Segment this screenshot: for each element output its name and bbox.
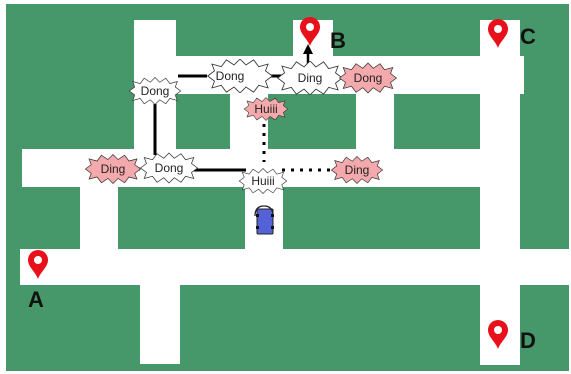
- route-arrow-icon: [303, 44, 313, 54]
- car-icon: [254, 205, 274, 235]
- burst-ding-top: Ding: [277, 61, 343, 95]
- burst-label: Dong: [141, 84, 170, 98]
- burst-label: Ding: [345, 163, 370, 177]
- burst-ding-right: Ding: [330, 156, 384, 184]
- burst-dong-right: Dong: [339, 62, 397, 94]
- map-pin-icon: [488, 320, 508, 349]
- map-pin-icon: [488, 19, 508, 48]
- burst-label: Dong: [216, 69, 245, 83]
- burst-ding-left: Ding: [84, 154, 142, 184]
- burst-label: Ding: [298, 71, 323, 85]
- road-segment: [245, 149, 283, 259]
- burst-label: Dong: [354, 71, 383, 85]
- pin-label: A: [28, 287, 44, 312]
- burst-label: Huiii: [251, 174, 274, 188]
- burst-dong-mid: Dong: [140, 152, 198, 184]
- map-pin-icon: [300, 17, 320, 46]
- pin-label: C: [520, 24, 536, 49]
- pin-label: B: [330, 28, 346, 53]
- burst-label: Ding: [101, 162, 126, 176]
- burst-dong-top: Dong: [207, 59, 273, 93]
- burst-dong-left: Dong: [128, 77, 182, 105]
- road-segment: [140, 249, 180, 364]
- pin-c[interactable]: C: [488, 19, 536, 49]
- pin-a[interactable]: A: [28, 250, 48, 312]
- burst-label: Dong: [155, 161, 184, 175]
- map-pin-icon: [28, 250, 48, 279]
- burst-huiii-mid: Huiii: [238, 168, 288, 194]
- pin-d[interactable]: D: [488, 320, 536, 353]
- pin-b[interactable]: B: [300, 17, 346, 53]
- road-segment: [20, 249, 570, 285]
- pin-label: D: [520, 328, 536, 353]
- burst-label: Huiii: [254, 102, 277, 116]
- road-segment: [480, 20, 520, 365]
- burst-huiii-top: Huiii: [243, 97, 289, 121]
